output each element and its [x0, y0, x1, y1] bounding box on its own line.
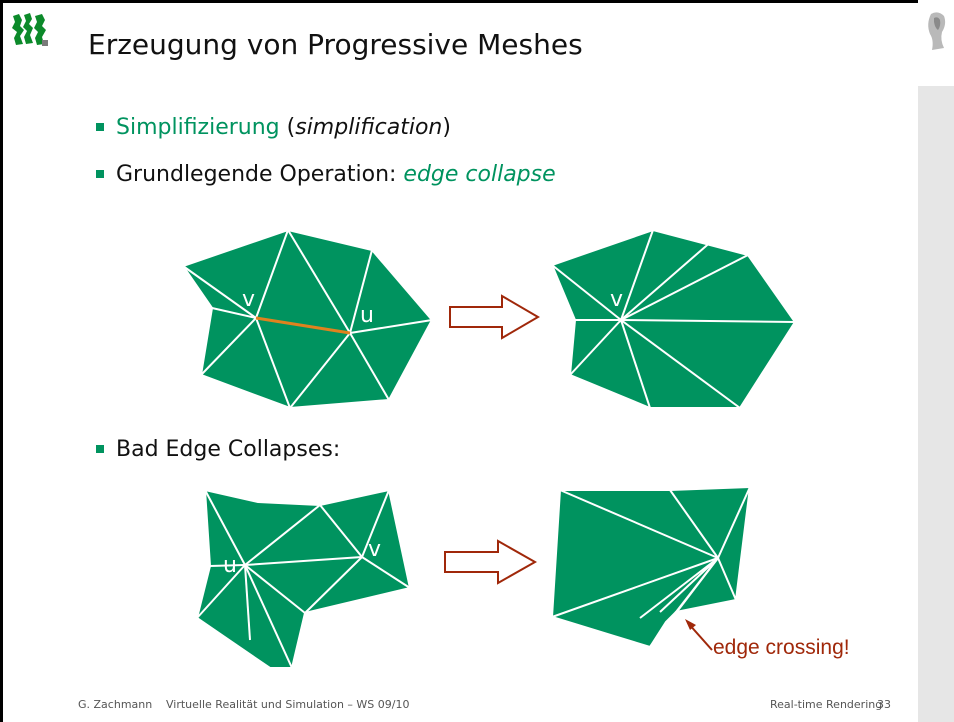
- vertex-label-u3: u: [223, 553, 237, 578]
- bullet-1-paren-close: ): [442, 115, 451, 140]
- bullet-2-italic: edge collapse: [403, 162, 556, 187]
- bullet-2-main: Grundlegende Operation:: [116, 162, 404, 187]
- frame-left-border: [0, 0, 3, 722]
- bullet-square-icon: [96, 445, 104, 453]
- right-sidebar: [918, 0, 954, 722]
- bullet-1-main: Simplifizierung: [116, 115, 280, 140]
- vertex-label-v1: v: [242, 287, 255, 312]
- bullet-square-icon: [96, 123, 104, 131]
- portrait-icon: [922, 8, 952, 54]
- vertex-label-u1: u: [360, 303, 374, 328]
- bullet-square-icon: [96, 170, 104, 178]
- edge-crossing-annotation: edge crossing!: [713, 636, 850, 659]
- footer-section: Real-time Rendering: [770, 698, 883, 711]
- annotation-pointer-head: [685, 619, 696, 630]
- vertex-label-v2: v: [610, 287, 623, 312]
- logo-marker-square: [42, 40, 48, 46]
- footer-page-number: 33: [877, 698, 891, 711]
- mesh-diagram: v u v u v: [182, 229, 850, 669]
- mesh-after-collapse: [551, 229, 796, 409]
- flipped-triangle: [649, 611, 677, 648]
- transform-arrow-2: [444, 539, 538, 585]
- mesh-before-collapse: [182, 229, 433, 409]
- footer-author: G. Zachmann: [78, 698, 153, 711]
- bullet-3-main: Bad Edge Collapses:: [116, 437, 341, 462]
- bullet-basic-operation: Grundlegende Operation: edge collapse: [96, 162, 556, 187]
- slide-title: Erzeugung von Progressive Meshes: [88, 28, 583, 61]
- transform-arrow-1: [449, 294, 540, 340]
- bullet-bad-collapses: Bad Edge Collapses:: [96, 437, 340, 462]
- bullet-simplification: Simplifizierung (simplification): [96, 115, 451, 140]
- frame-top-border: [0, 0, 918, 3]
- footer-course: Virtuelle Realität und Simulation – WS 0…: [166, 698, 410, 711]
- collapse-edge: [255, 316, 351, 335]
- university-logo-icon: [10, 12, 48, 48]
- bullet-1-paren-open: (: [279, 115, 296, 140]
- mesh-bad-after: [551, 486, 751, 648]
- bullet-1-italic: simplification: [295, 115, 443, 140]
- mesh-bad-before: [196, 489, 411, 669]
- vertex-label-v3: v: [368, 537, 381, 562]
